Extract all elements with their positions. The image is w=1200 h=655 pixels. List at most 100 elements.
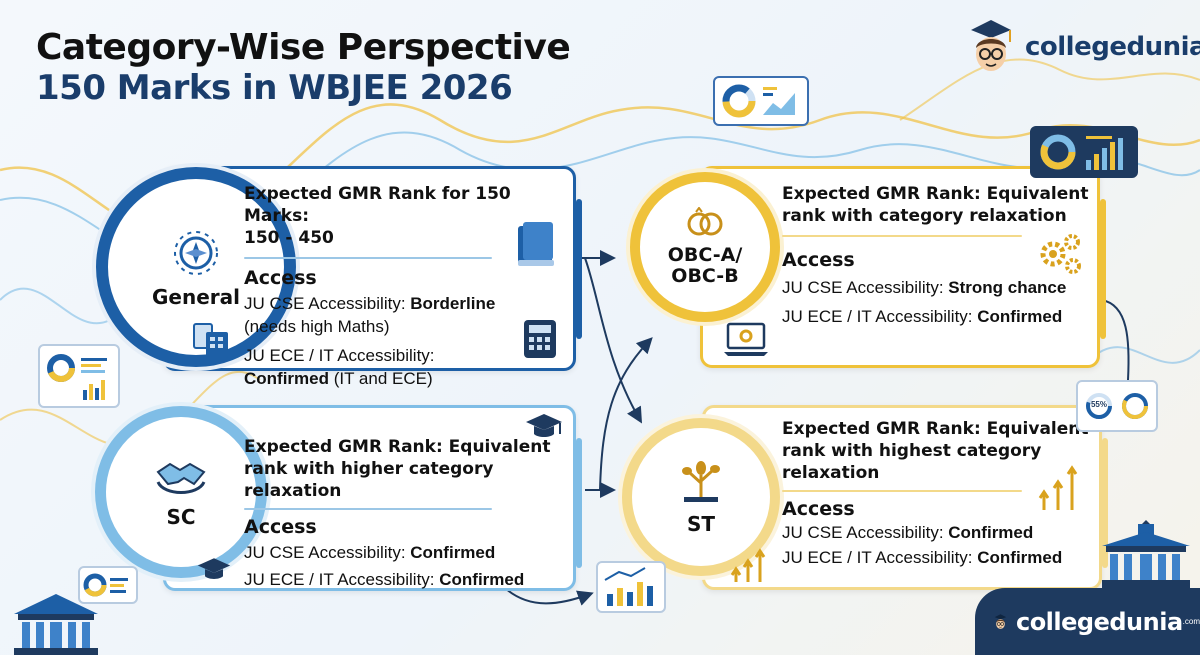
dashboard-icon — [47, 354, 107, 400]
university-building-icon — [1102, 520, 1190, 588]
item-label: JU CSE Accessibility: — [244, 543, 411, 563]
donut-chart-icon — [83, 573, 128, 597]
obc-content: Expected GMR Rank: Equivalent rank with … — [782, 183, 1092, 329]
item-label: JU CSE Accessibility: — [244, 294, 411, 314]
donut-chart-icon — [722, 84, 795, 118]
accent-bar — [576, 438, 582, 568]
rank-heading-3: relaxation — [782, 463, 880, 484]
item-value: Confirmed — [948, 523, 1034, 543]
category-name: SC — [166, 505, 196, 529]
rank-heading: Expected GMR Rank for 150 Marks: — [244, 184, 511, 227]
donut-chart-icon — [1086, 393, 1112, 419]
category-name: OBC-A/ OBC-B — [668, 245, 743, 287]
chart-widget-dark — [1030, 126, 1138, 178]
rings-icon — [687, 207, 723, 236]
category-name: ST — [686, 512, 716, 536]
rank-heading-2: rank with category relaxation — [782, 206, 1067, 227]
sc-circle: SC — [95, 406, 267, 578]
item-value: Confirmed — [977, 548, 1063, 568]
donut-chart-icon — [1122, 393, 1148, 419]
item-note: (IT and ECE) — [329, 369, 433, 389]
item-label: JU ECE / IT Accessibility: — [782, 307, 978, 327]
cse-accessibility: JU CSE Accessibility: Confirmed — [782, 522, 1092, 545]
accent-bar — [1100, 199, 1106, 339]
university-building-icon — [14, 594, 98, 655]
title-line-1: Category-Wise Perspective — [36, 27, 571, 68]
chart-widget — [78, 566, 138, 604]
growth-arrows-icon — [1038, 465, 1078, 510]
accent-bar — [576, 199, 582, 339]
item-value: Strong chance — [948, 278, 1067, 298]
percent-widget: 55% — [1076, 380, 1158, 432]
growth-arrows-icon — [730, 548, 766, 582]
ece-it-accessibility: Confirmed (IT and ECE) — [244, 368, 566, 391]
accent-bar — [1102, 438, 1108, 568]
access-label: Access — [782, 249, 855, 272]
ece-it-accessibility-label: JU ECE / IT Accessibility: — [244, 346, 435, 366]
chart-widget — [713, 76, 809, 126]
chart-widget — [38, 344, 120, 408]
mascot-icon — [971, 20, 1011, 71]
access-label: Access — [782, 498, 855, 521]
rank-heading: Expected GMR Rank: Equivalent — [782, 184, 1089, 204]
rank-heading: Expected GMR Rank: Equivalent — [244, 437, 551, 457]
brand-suffix: .com — [1182, 617, 1200, 626]
item-label: JU CSE Accessibility: — [782, 523, 949, 543]
category-name-line-1: OBC-A/ — [667, 244, 743, 267]
item-value: Confirmed — [977, 307, 1063, 327]
title-line-2: 150 Marks in WBJEE 2026 — [36, 67, 513, 108]
item-value: Borderline — [410, 294, 496, 314]
brand-logo-bottom: collegedunia .com — [975, 588, 1200, 655]
category-name-line-2: OBC-B — [671, 265, 739, 287]
rank-value: 150 - 450 — [244, 228, 334, 249]
bar-chart-icon — [1040, 134, 1123, 170]
laptop-icon — [724, 322, 768, 356]
divider — [244, 257, 492, 260]
item-label: JU CSE Accessibility: — [782, 278, 949, 298]
graduation-cap-icon — [197, 558, 231, 579]
ece-it-accessibility: JU ECE / IT Accessibility: Confirmed — [244, 569, 574, 592]
mascot-icon — [994, 613, 1007, 629]
access-label: Access — [244, 516, 317, 539]
percent-donut: 55% — [1084, 391, 1114, 421]
compass-icon — [174, 231, 218, 275]
brand-logo-top: collegedunia .com — [965, 18, 1200, 76]
category-name: General — [152, 285, 240, 309]
obc-circle: OBC-A/ OBC-B — [630, 172, 780, 322]
documents-icon — [193, 323, 228, 358]
rank-heading-2: rank with highest category — [782, 441, 1042, 462]
access-label: Access — [244, 267, 317, 290]
cse-accessibility: JU CSE Accessibility: Confirmed — [244, 542, 574, 565]
book-icon — [518, 222, 554, 266]
rank-heading: Expected GMR Rank: Equivalent — [782, 419, 1089, 439]
divider — [782, 235, 1022, 238]
item-value: Confirmed — [244, 369, 329, 389]
cse-note: (needs high Maths) — [244, 317, 390, 337]
gears-icon — [1040, 234, 1081, 274]
tree-icon — [682, 461, 720, 502]
graduation-cap-icon — [526, 414, 562, 437]
brand-name: collegedunia — [1025, 32, 1200, 62]
st-circle: ST — [622, 418, 780, 576]
cse-accessibility: JU CSE Accessibility: Borderline — [244, 293, 566, 316]
ece-it-accessibility: JU ECE / IT Accessibility: Confirmed — [782, 306, 1092, 329]
brand-name: collegedunia — [1015, 607, 1183, 636]
divider — [244, 508, 492, 511]
chart-widget — [596, 561, 666, 613]
item-value: Confirmed — [410, 543, 496, 563]
item-label: JU ECE / IT Accessibility: — [244, 570, 440, 590]
divider — [782, 490, 1022, 493]
ece-it-accessibility: JU ECE / IT Accessibility: Confirmed — [782, 547, 1092, 570]
st-content: Expected GMR Rank: Equivalent rank with … — [782, 418, 1092, 570]
page-title: Category-Wise Perspective 150 Marks in W… — [36, 27, 571, 108]
general-content: Expected GMR Rank for 150 Marks: 150 - 4… — [244, 183, 566, 391]
sc-content: Expected GMR Rank: Equivalent rank with … — [244, 436, 574, 592]
calculator-icon — [524, 320, 556, 358]
item-label: JU ECE / IT Accessibility: — [782, 548, 978, 568]
item-value: Confirmed — [439, 570, 525, 590]
percent-value: 55% — [1090, 400, 1107, 409]
cse-accessibility: JU CSE Accessibility: Strong chance — [782, 277, 1092, 300]
bar-chart-icon — [604, 567, 653, 606]
handshake-icon — [156, 462, 206, 494]
rank-heading-2: rank with higher category relaxation — [244, 459, 494, 502]
